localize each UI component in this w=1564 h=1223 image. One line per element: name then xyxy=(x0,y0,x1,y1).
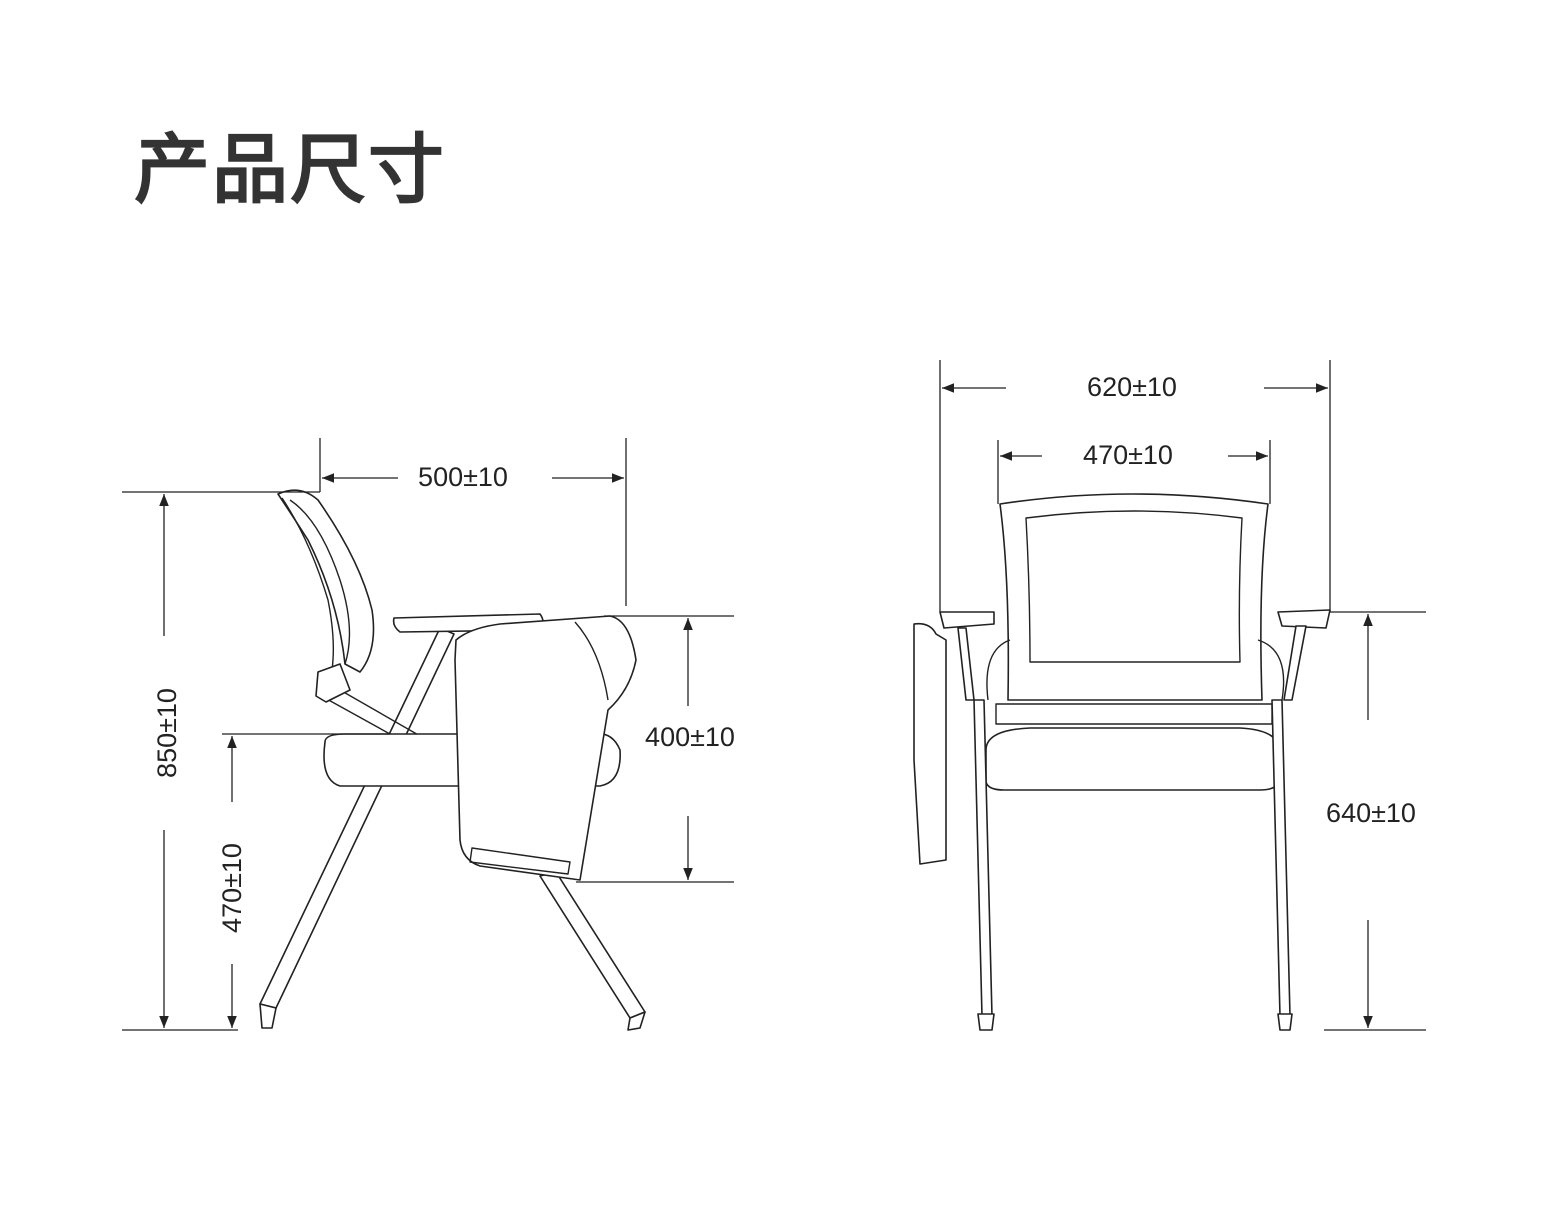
label-front-armrest-height: 640±10 xyxy=(1326,798,1416,828)
label-side-total-height: 850±10 xyxy=(152,688,182,778)
side-view-chair xyxy=(259,489,646,1031)
label-side-tablet-height: 400±10 xyxy=(645,722,735,752)
label-front-back-width: 470±10 xyxy=(1083,440,1173,470)
page-title: 产品尺寸 xyxy=(134,125,446,214)
label-side-seat-height: 470±10 xyxy=(217,843,247,933)
label-front-total-width: 620±10 xyxy=(1087,372,1177,402)
dimension-lines xyxy=(122,360,1426,1031)
front-view-chair xyxy=(913,493,1331,1031)
label-side-depth: 500±10 xyxy=(418,462,508,492)
